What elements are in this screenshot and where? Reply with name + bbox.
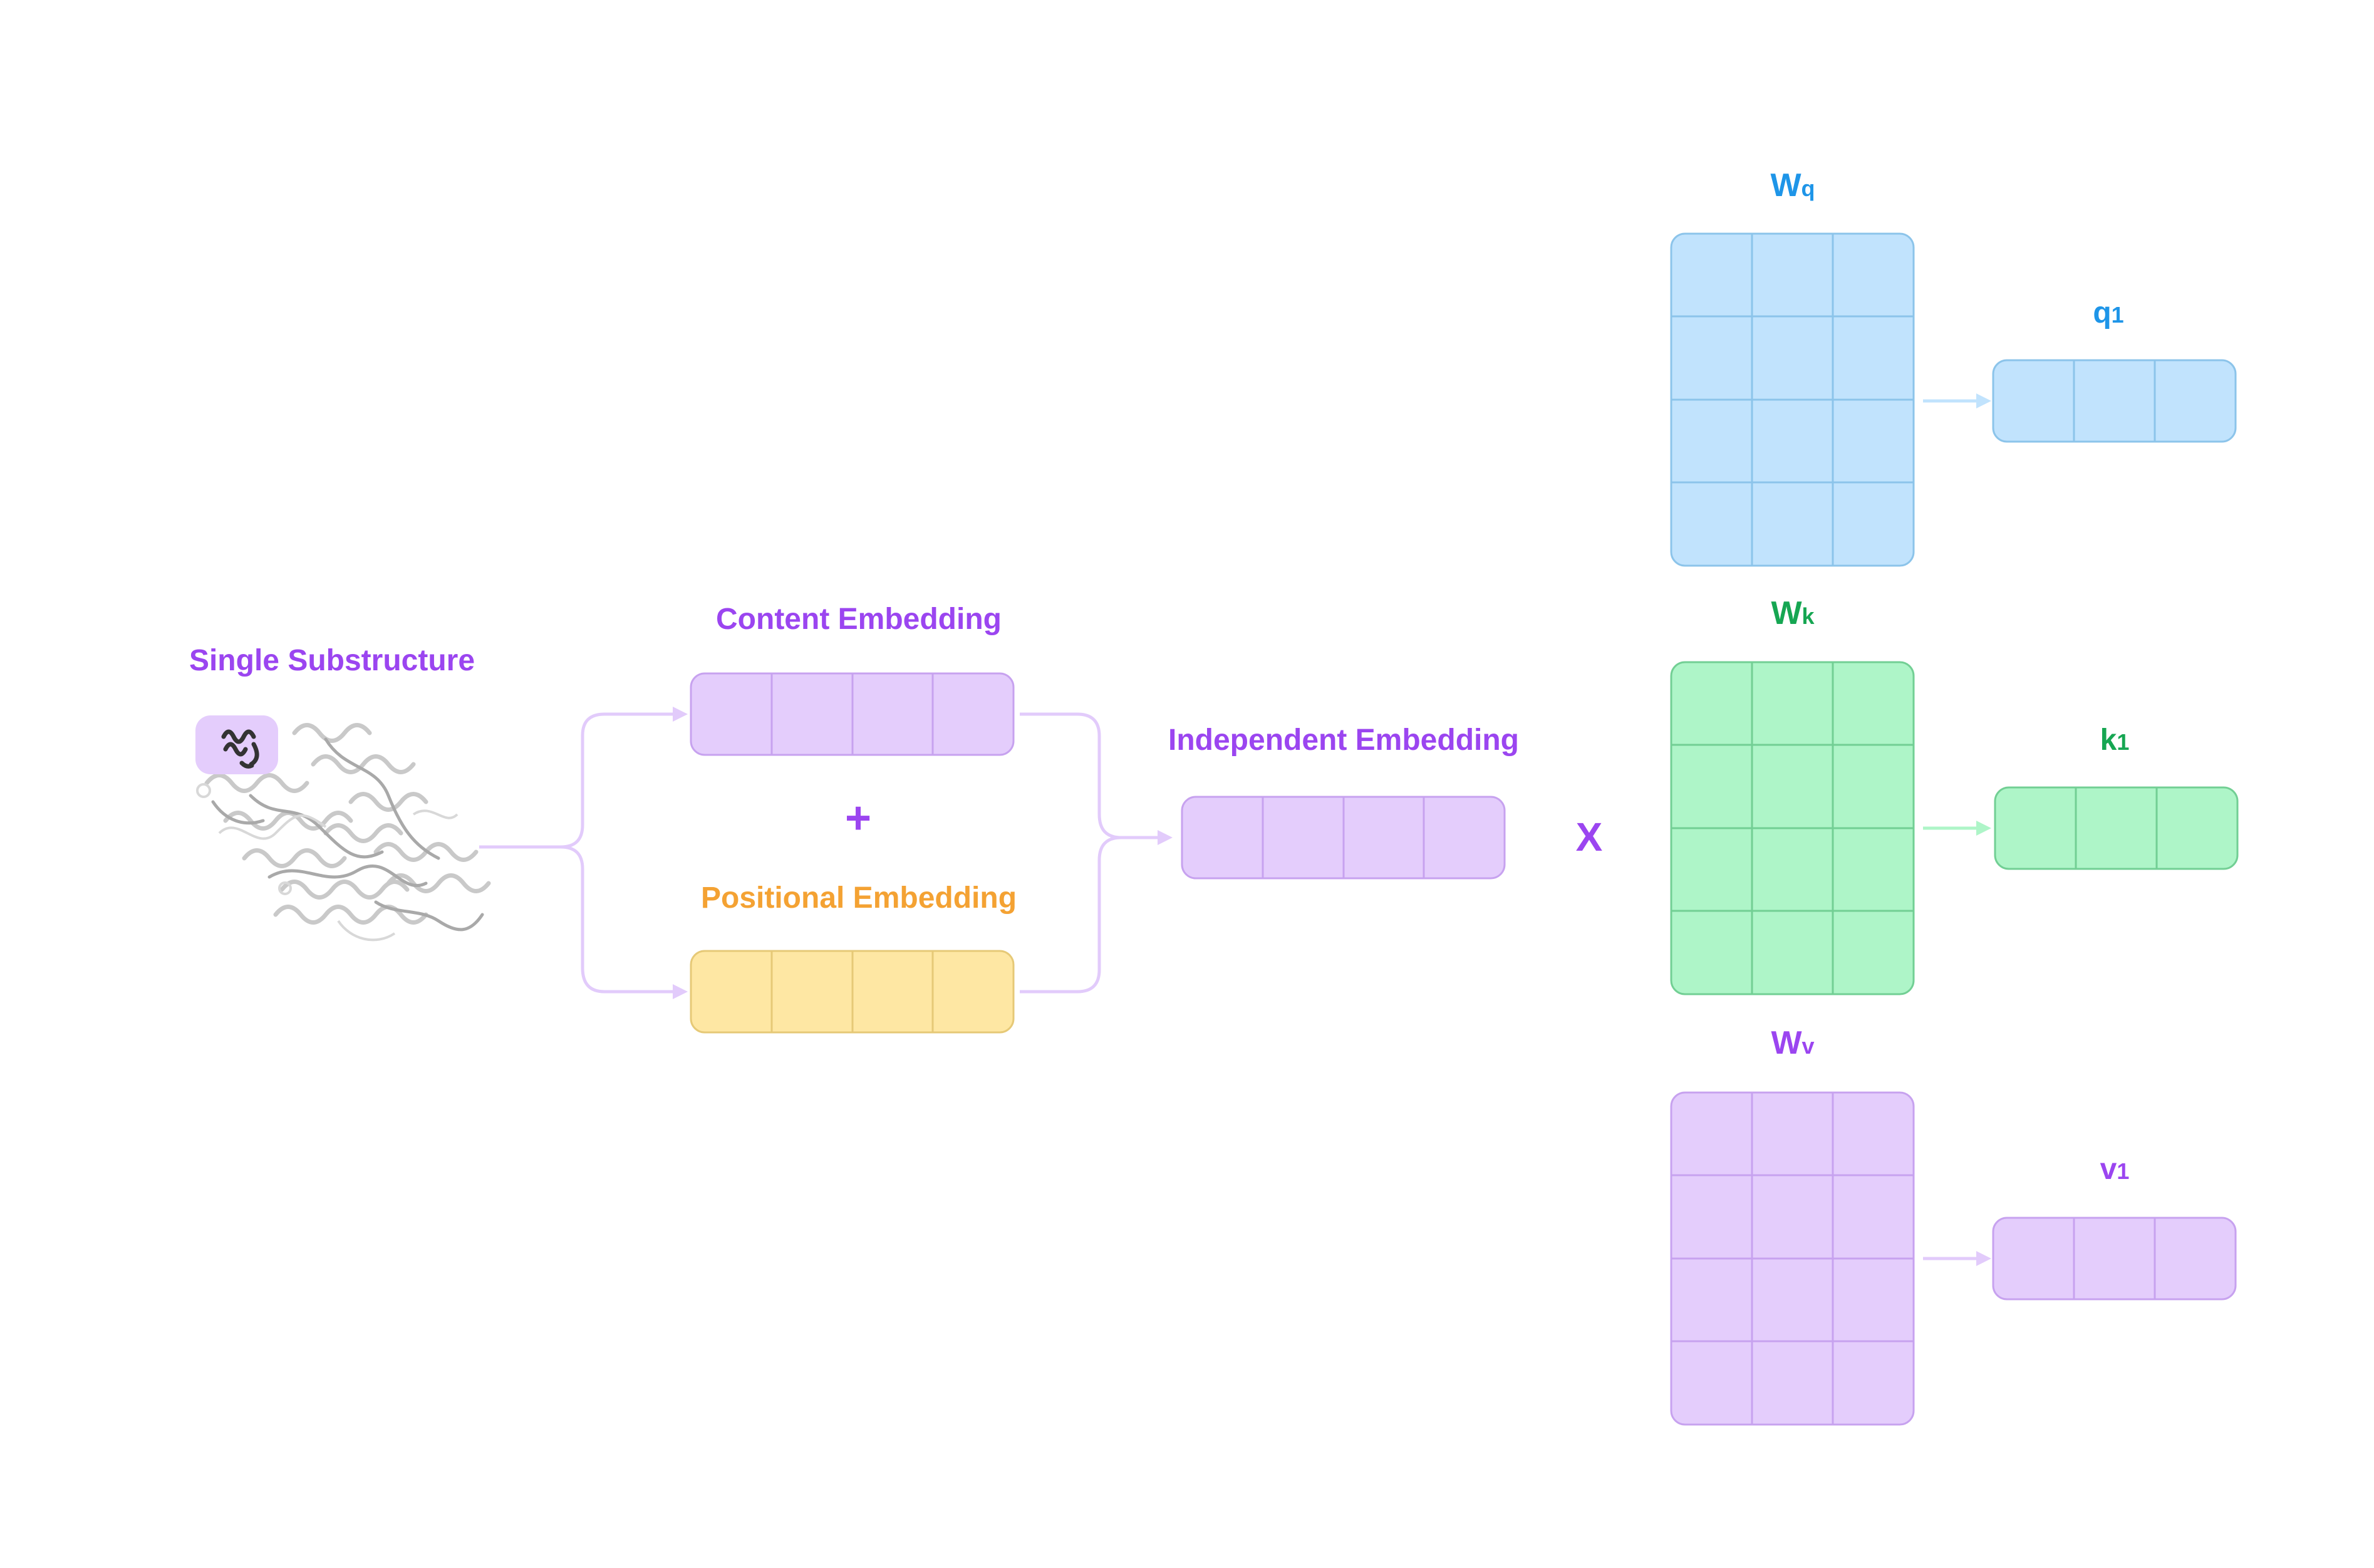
independent-embedding-label: Independent Embedding [1168, 724, 1519, 757]
vector-dividers [770, 951, 934, 1032]
split-connector [479, 712, 675, 994]
content-embedding-vector [690, 672, 1015, 756]
q-arrowhead [1976, 393, 1991, 408]
k1-label: k1 [2100, 724, 2130, 757]
merge-connector [1020, 712, 1161, 994]
independent-embedding-vector [1181, 796, 1506, 880]
wv-label: Wv [1771, 1025, 1814, 1061]
wk-label: Wk [1771, 595, 1815, 631]
protein-loops [196, 783, 459, 942]
plus-sign: + [845, 793, 871, 843]
content-arrowhead [673, 707, 688, 722]
wq-label: Wq [1770, 167, 1815, 204]
protein-ribbon-shade [211, 737, 484, 932]
wv-matrix [1670, 1091, 1915, 1426]
wq-matrix [1670, 232, 1915, 567]
substructure-ribbon [221, 729, 259, 769]
matrix-grid [1671, 234, 1914, 566]
content-embedding-label: Content Embedding [716, 603, 1002, 636]
positional-embedding-vector [690, 950, 1015, 1034]
connectors [479, 399, 1979, 1260]
vector-dividers [2073, 360, 2156, 442]
v1-vector [1992, 1217, 2237, 1301]
arrowheads [673, 393, 1991, 1266]
vector-dividers [2073, 1218, 2156, 1299]
wk-matrix [1670, 661, 1915, 995]
v-arrowhead [1976, 1251, 1991, 1266]
k-arrowhead [1976, 821, 1991, 836]
positional-embedding-label: Positional Embedding [701, 881, 1017, 915]
v1-label: v1 [2100, 1153, 2130, 1186]
vector-dividers [2075, 787, 2158, 869]
substructure-highlight [195, 715, 278, 774]
matrix-grid [1671, 662, 1914, 994]
positional-arrowhead [673, 984, 688, 999]
protein-structure-image [195, 715, 491, 942]
independent-arrowhead [1158, 830, 1173, 845]
vector-box [1992, 1217, 2237, 1301]
vector-dividers [770, 673, 934, 755]
k1-vector [1994, 786, 2239, 870]
vector-box [1992, 359, 2237, 443]
matrix-grid [1671, 1093, 1914, 1425]
q1-label: q1 [2093, 296, 2123, 330]
single-substructure-label: Single Substructure [189, 644, 475, 677]
vector-box [1994, 786, 2239, 870]
vector-dividers [1262, 797, 1425, 878]
q1-vector [1992, 359, 2237, 443]
multiply-sign: X [1576, 814, 1603, 859]
